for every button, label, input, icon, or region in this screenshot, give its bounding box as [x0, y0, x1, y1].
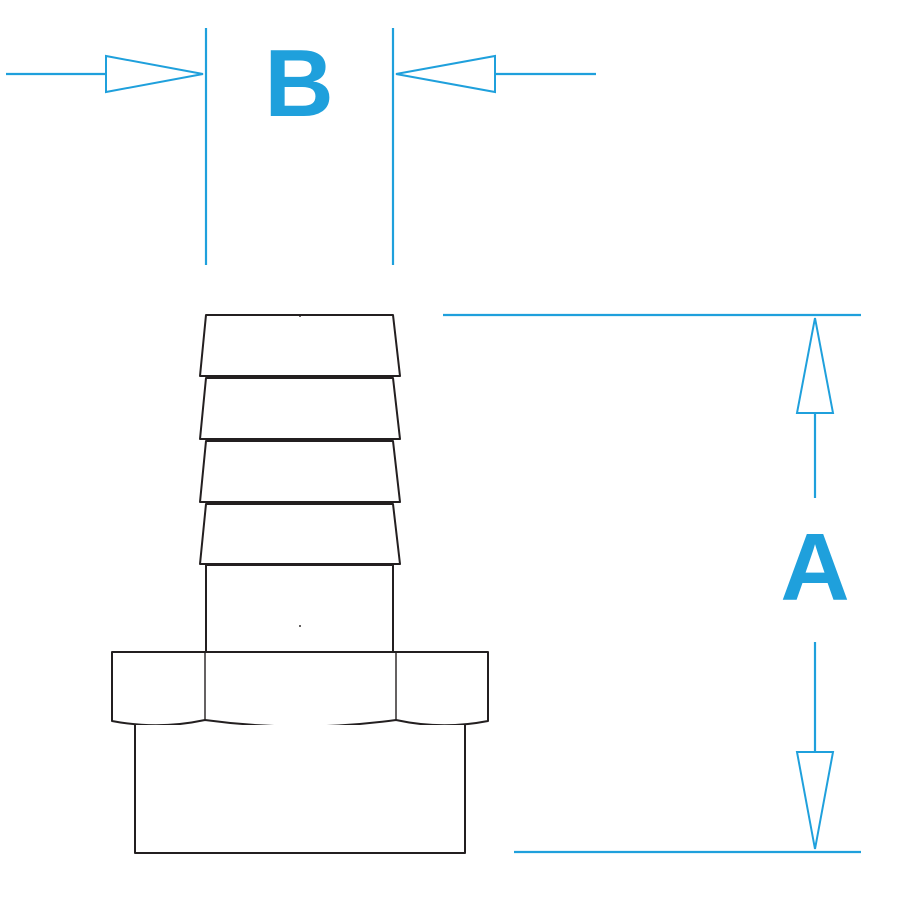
- barb-ridge-2: [199, 377, 401, 440]
- dimension-a-label: A: [780, 514, 849, 621]
- dimension-a-arrow-bottom: [795, 751, 835, 850]
- threaded-base: [134, 725, 466, 854]
- barb-ridge-3: [199, 440, 401, 503]
- dimension-b: B: [6, 28, 596, 265]
- dimension-a: A: [443, 313, 861, 854]
- dimension-b-arrow-left: [105, 54, 204, 94]
- hose-barb-fitting: [111, 314, 489, 854]
- barb-ridge-1: [199, 314, 401, 377]
- dimension-b-arrow-right: [395, 54, 496, 94]
- hex-nut: [111, 651, 489, 728]
- dimension-a-arrow-top: [795, 317, 835, 414]
- barb-shank: [205, 564, 394, 654]
- barb-ridge-4: [199, 503, 401, 565]
- dimension-b-label: B: [264, 30, 333, 137]
